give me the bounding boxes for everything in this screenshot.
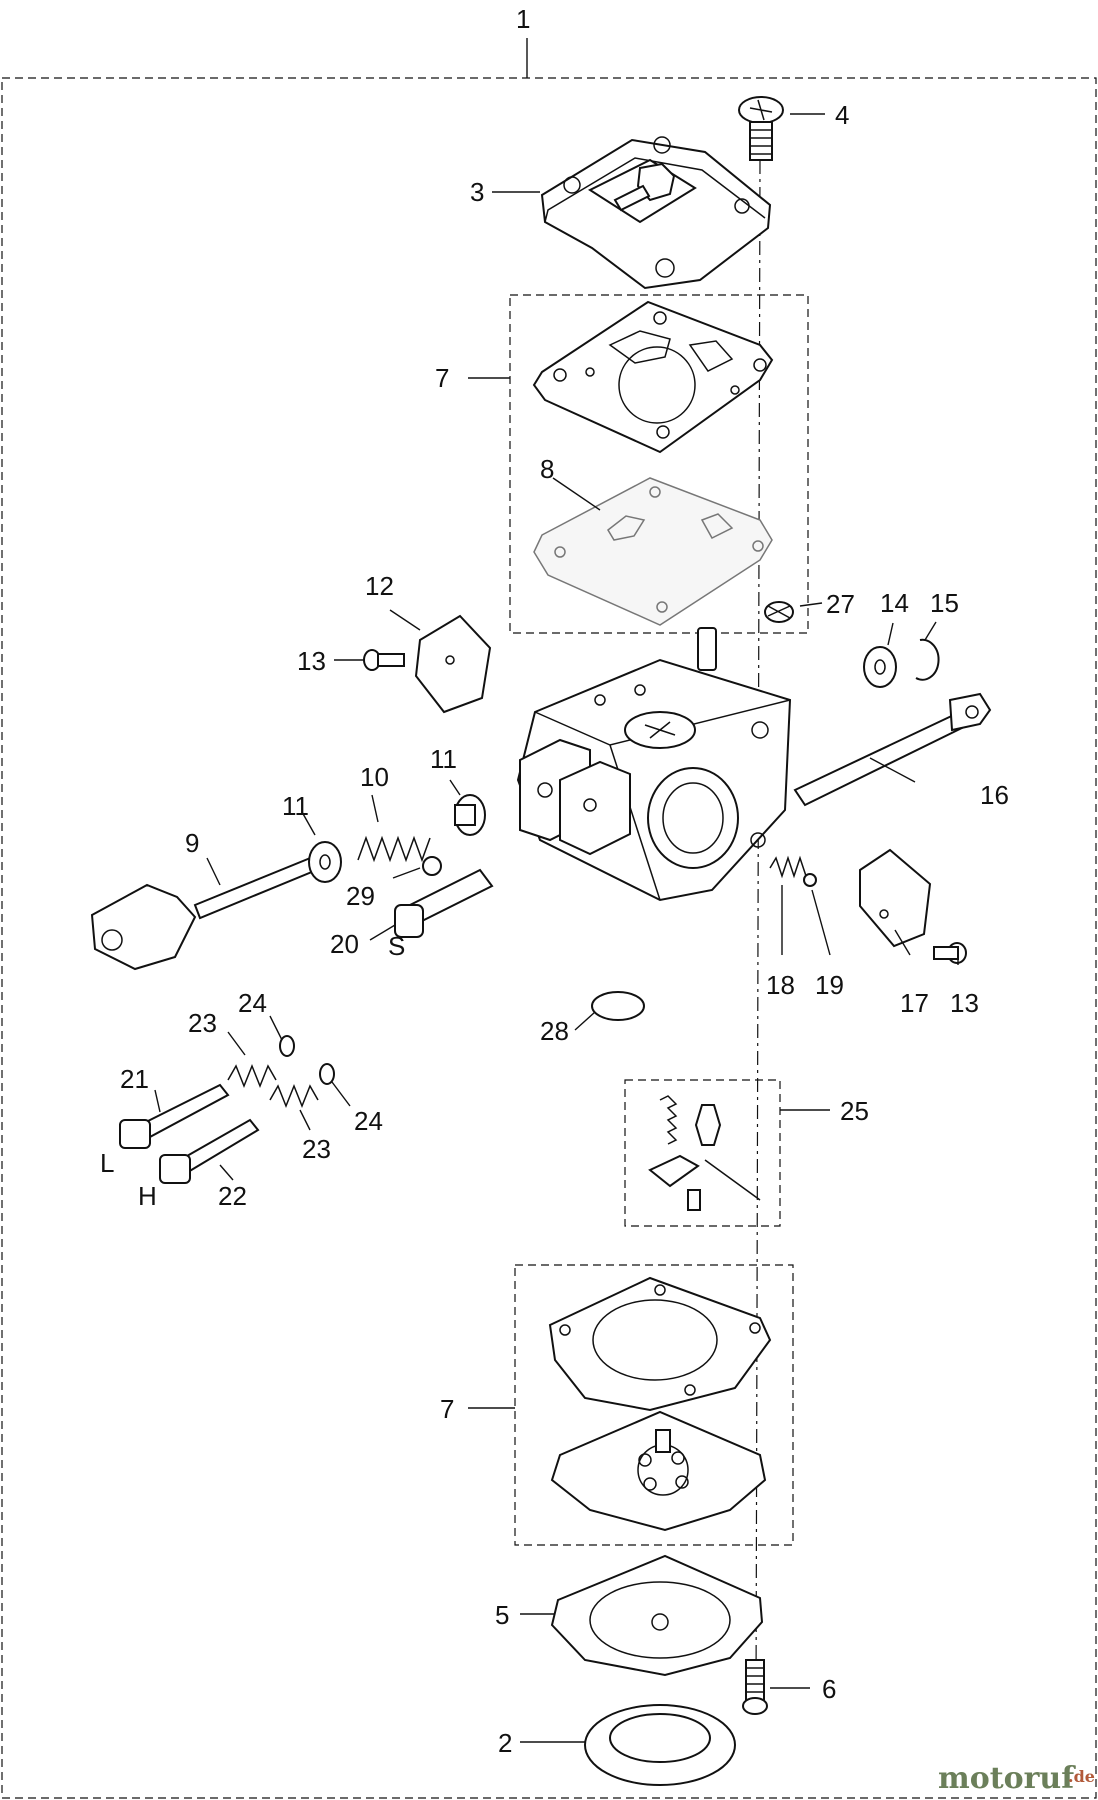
part-2-gasket-ring (584, 1704, 736, 1786)
callout-8: 8 (540, 454, 554, 484)
callout-11-right: 11 (430, 744, 457, 774)
callout-13-lower: 13 (950, 988, 979, 1018)
part-10-spring (357, 835, 431, 863)
part-28-o-ring (591, 991, 645, 1021)
part-15-circlip (915, 638, 940, 681)
part-5-bottom-cover (550, 1554, 764, 1677)
callout-28: 28 (540, 1016, 569, 1046)
callout-14: 14 (880, 588, 909, 618)
leader-lines (154, 113, 959, 1743)
part-21-needle-l (119, 1083, 230, 1149)
callout-19: 19 (815, 970, 844, 1000)
callout-11-left: 11 (282, 791, 309, 821)
callout-9: 9 (185, 828, 199, 858)
callout-15: 15 (930, 588, 959, 618)
part-29-ball (422, 856, 442, 876)
callout-23-upper: 23 (188, 1008, 217, 1038)
part-17-throttle-plate (859, 848, 932, 948)
part-11-washer-right (454, 794, 486, 836)
part-14-washer (863, 646, 897, 688)
callout-13-upper: 13 (297, 646, 326, 676)
group-box-7-lower (514, 1264, 794, 1546)
part-22-needle-h (159, 1118, 260, 1184)
watermark-suffix: .de (1068, 1767, 1095, 1786)
callout-17: 17 (900, 988, 929, 1018)
callout-4: 4 (835, 100, 849, 130)
part-19-ball (803, 873, 817, 887)
screw-axis (755, 159, 761, 1701)
callout-16: 16 (980, 780, 1009, 810)
label-s: S (388, 931, 405, 961)
part-9-choke-shaft (90, 848, 338, 971)
callout-29: 29 (346, 881, 375, 911)
callout-6: 6 (822, 1674, 836, 1704)
part-8-pump-diaphragm (533, 477, 773, 626)
part-24-ring-upper (279, 1035, 295, 1057)
callout-1: 1 (516, 4, 530, 34)
part-7-lower-gasket (548, 1276, 772, 1412)
part-3-pump-cover (540, 136, 772, 290)
part-24-ring-lower (319, 1063, 335, 1085)
watermark-brand: motoruf (938, 1761, 1076, 1796)
callout-27: 27 (826, 589, 855, 619)
part-27-filter-screen (764, 601, 794, 623)
callout-5: 5 (495, 1600, 509, 1630)
callout-7-lower: 7 (440, 1394, 454, 1424)
part-18-spring (769, 855, 807, 879)
callout-labels: 1 4 3 7 8 12 13 27 14 15 16 10 11 11 9 2… (100, 4, 1009, 1758)
part-13-screw-lower (933, 942, 967, 964)
callout-23-lower: 23 (302, 1134, 331, 1164)
callout-20: 20 (330, 929, 359, 959)
part-7-lower-diaphragm (550, 1410, 767, 1532)
assembly-frame (1, 77, 1097, 1799)
part-12-choke-plate (414, 614, 492, 714)
callout-21: 21 (120, 1064, 149, 1094)
part-23-spring-upper (227, 1063, 277, 1089)
part-16-throttle-shaft (793, 692, 992, 807)
callout-2: 2 (498, 1728, 512, 1758)
part-25-inlet-needle-kit (648, 1095, 761, 1211)
part-11-washer-left (308, 841, 342, 883)
part-23-spring-lower (269, 1083, 319, 1109)
callout-24-upper: 24 (238, 988, 267, 1018)
group-box-7-8-upper (509, 294, 809, 634)
watermark: motoruf .de (938, 1761, 1095, 1796)
part-13-screw-upper (363, 649, 405, 671)
callout-18: 18 (766, 970, 795, 1000)
callout-7-upper: 7 (435, 363, 449, 393)
callout-10: 10 (360, 762, 389, 792)
label-h: H (138, 1181, 157, 1211)
label-l: L (100, 1148, 114, 1178)
group-box-25 (624, 1079, 781, 1227)
callout-3: 3 (470, 177, 484, 207)
callout-22: 22 (218, 1181, 247, 1211)
callout-24-lower: 24 (354, 1106, 383, 1136)
callout-25: 25 (840, 1096, 869, 1126)
part-7-upper-gasket (532, 300, 774, 454)
part-6-screw (742, 1659, 768, 1715)
part-4-screw (738, 96, 784, 161)
carburetor-body (516, 627, 792, 902)
callout-12: 12 (365, 571, 394, 601)
part-20-screw (394, 868, 494, 938)
